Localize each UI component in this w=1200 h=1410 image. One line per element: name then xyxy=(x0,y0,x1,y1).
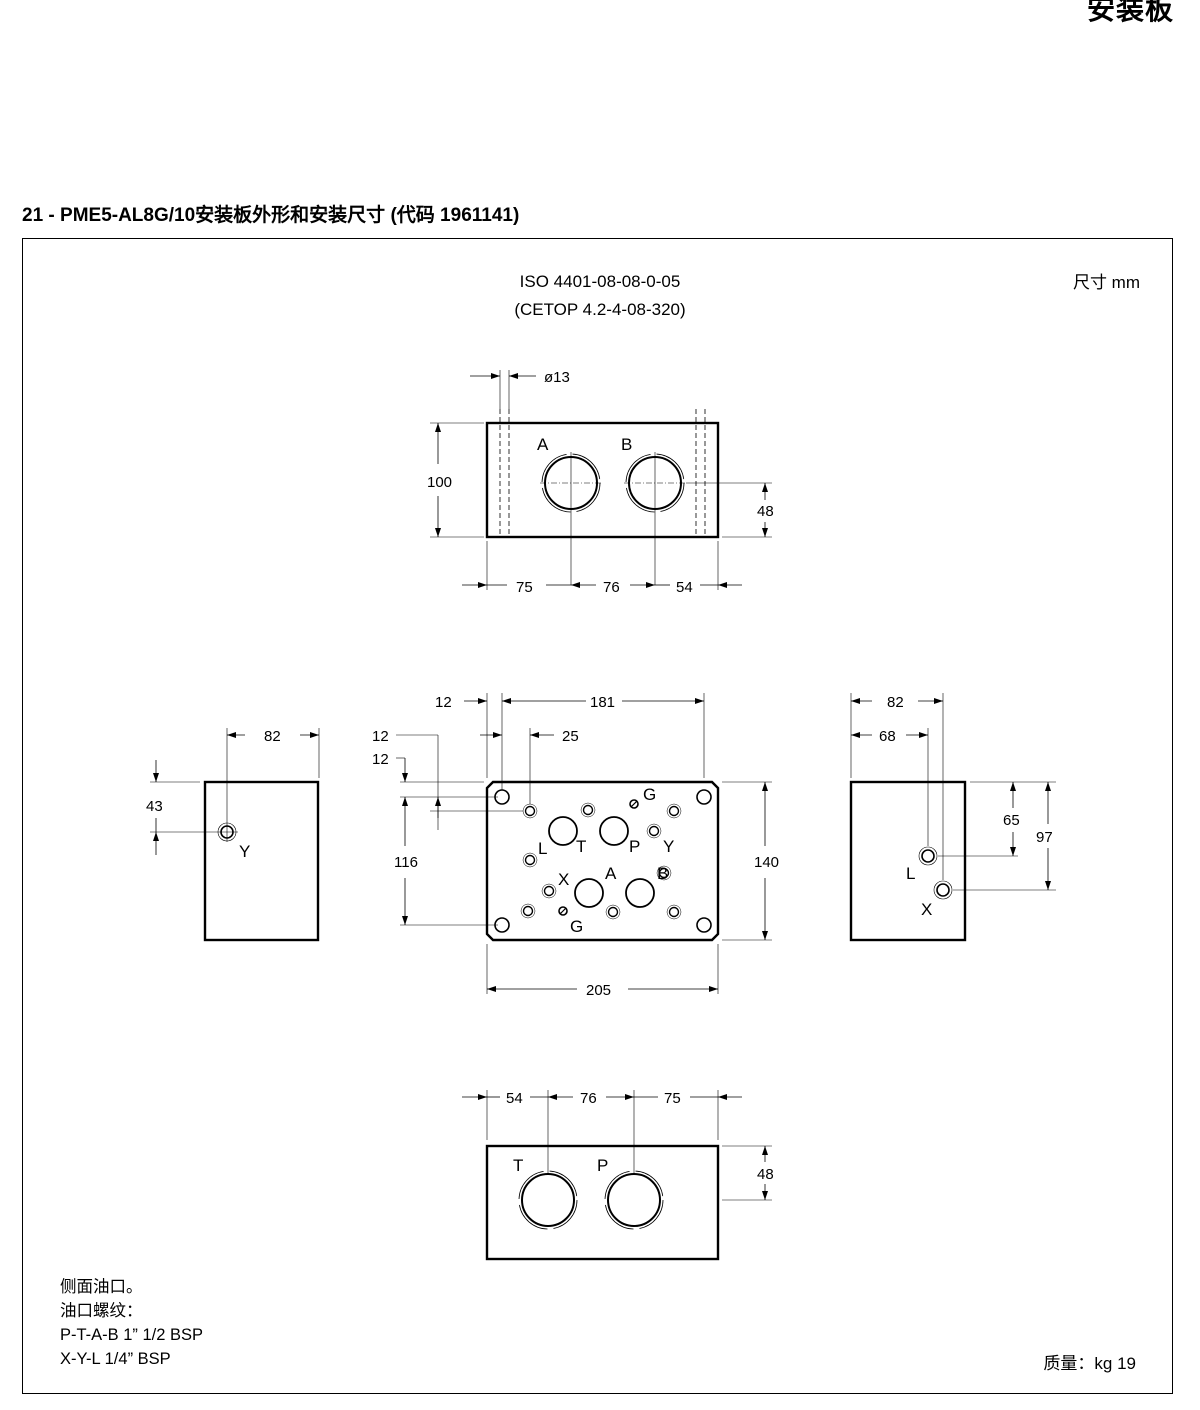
left-offset-label: 43 xyxy=(146,798,163,815)
left-width-label: 82 xyxy=(264,728,281,745)
cetop-standard: (CETOP 4.2-4-08-320) xyxy=(514,300,686,319)
center-dim-181: 181 xyxy=(590,694,615,711)
top-height-label: 100 xyxy=(427,474,452,491)
center-port-l: L xyxy=(538,839,547,858)
center-dim-205: 205 xyxy=(586,982,611,999)
right-port-l-hole xyxy=(921,849,935,863)
center-port-x: X xyxy=(558,870,569,889)
top-diameter-label: ø13 xyxy=(544,369,570,386)
right-port-x-hole xyxy=(936,883,950,897)
center-dim-116: 116 xyxy=(394,854,418,871)
section-title: 21 - PME5-AL8G/10安装板外形和安装尺寸 (代码 1961141) xyxy=(22,205,520,226)
top-dim-2: 76 xyxy=(603,579,620,596)
right-port-x-label: X xyxy=(921,900,932,919)
bottom-port-p-label: P xyxy=(597,1156,608,1175)
bottom-offset-label: 48 xyxy=(757,1166,774,1183)
right-view xyxy=(849,693,1056,942)
right-dim-97: 97 xyxy=(1036,829,1053,846)
center-dim-12a: 12 xyxy=(435,694,452,711)
top-port-b-label: B xyxy=(621,435,632,454)
center-port-y: Y xyxy=(663,837,674,856)
note-line: P-T-A-B 1” 1/2 BSP xyxy=(60,1326,204,1344)
center-port-p: P xyxy=(629,837,640,856)
page-header-title: 安装板 xyxy=(1086,0,1174,25)
bottom-port-t-label: T xyxy=(513,1156,523,1175)
note-line: 侧面油口。 xyxy=(60,1278,143,1296)
top-view-outline xyxy=(485,421,720,539)
left-view-outline xyxy=(203,780,320,942)
notes-block: 侧面油口。 油口螺纹： P-T-A-B 1” 1/2 BSP X-Y-L 1/4… xyxy=(60,1275,203,1371)
center-view xyxy=(396,693,772,994)
right-dim-68: 68 xyxy=(879,728,896,745)
port-t-hole xyxy=(521,1173,575,1227)
center-port-t: T xyxy=(576,837,586,856)
top-view xyxy=(430,370,772,590)
bottom-view xyxy=(462,1090,772,1261)
bottom-dim-3: 75 xyxy=(664,1090,681,1107)
bottom-dim-2: 76 xyxy=(580,1090,597,1107)
top-port-a-label: A xyxy=(537,435,549,454)
note-line: X-Y-L 1/4” BSP xyxy=(60,1350,171,1368)
bottom-dim-1: 54 xyxy=(506,1090,523,1107)
center-port-b: B xyxy=(657,864,668,883)
center-dim-12c: 12 xyxy=(372,751,389,768)
center-dim-140: 140 xyxy=(754,854,779,871)
top-offset-label: 48 xyxy=(757,503,774,520)
center-port-g2: G xyxy=(570,917,583,936)
right-dim-82: 82 xyxy=(887,694,904,711)
center-view-outline xyxy=(485,780,720,942)
center-port-g1: G xyxy=(643,785,656,804)
iso-standard: ISO 4401-08-08-0-05 xyxy=(519,272,681,291)
right-dim-65: 65 xyxy=(1003,812,1020,829)
center-dim-12b: 12 xyxy=(372,728,389,745)
bottom-view-outline xyxy=(485,1144,720,1261)
port-p-hole xyxy=(607,1173,661,1227)
right-view-outline xyxy=(849,780,967,942)
center-port-a: A xyxy=(605,864,617,883)
left-port-y-label: Y xyxy=(239,842,250,861)
left-view xyxy=(150,728,320,942)
right-port-l-label: L xyxy=(906,864,915,883)
note-line: 油口螺纹： xyxy=(60,1302,143,1320)
drawing-frame xyxy=(22,238,1173,1394)
mass-label: 质量：kg 19 xyxy=(1043,1354,1136,1373)
top-dim-1: 75 xyxy=(516,579,533,596)
center-dim-25: 25 xyxy=(562,728,579,745)
top-dim-3: 54 xyxy=(676,579,693,596)
units-label: 尺寸 mm xyxy=(1072,273,1140,292)
